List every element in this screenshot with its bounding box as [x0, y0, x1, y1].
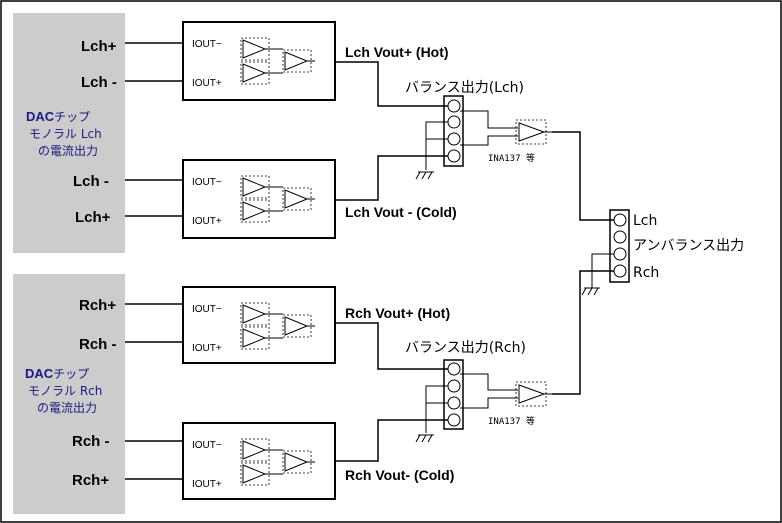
label-unbal-title: アンバランス出力 — [633, 238, 744, 254]
iout-pos-label: IOUT+ — [192, 216, 222, 227]
opamp-frame — [240, 199, 270, 223]
ina137-lch-amp — [515, 119, 552, 145]
label-lch-hot: Lch Vout+ (Hot) — [345, 44, 449, 60]
opamp-frame — [240, 61, 270, 85]
dac-rch-bot-pos: Rch+ — [72, 472, 109, 489]
diff-opamp — [284, 51, 309, 71]
wiring — [125, 42, 614, 480]
diff-opamp — [284, 189, 309, 209]
iout-pos-label: IOUT+ — [192, 78, 222, 89]
label-rch-hot: Rch Vout+ (Hot) — [345, 305, 450, 321]
dac-rch-bot-neg: Rch - — [72, 433, 110, 450]
dac-rch-title-rest: チップ — [53, 367, 89, 381]
iv-box-lch-cold: IOUT− IOUT+ — [182, 159, 336, 239]
opamp-frame — [240, 175, 270, 199]
dac-lch-top-pos: Lch+ — [81, 38, 117, 55]
diff-opamp — [284, 316, 309, 336]
opamp-frame — [240, 438, 270, 462]
iv-opamp — [242, 39, 267, 59]
opamp-frame — [282, 187, 312, 211]
unbalanced-connector — [609, 209, 630, 283]
label-rch-cold: Rch Vout- (Cold) — [345, 467, 454, 483]
iv-opamp — [242, 63, 267, 83]
iv-box-lch-hot: IOUT− IOUT+ — [182, 21, 336, 101]
iv-box-rch-hot: IOUT− IOUT+ — [182, 286, 336, 364]
label-unbal-lch: Lch — [633, 213, 657, 229]
label-balance-lch: バランス出力(Lch) — [405, 80, 524, 96]
opamp-frame — [282, 450, 312, 474]
label-lch-cold: Lch Vout - (Cold) — [345, 204, 457, 220]
ina137-rch-amp — [515, 381, 552, 407]
iv-opamp — [242, 177, 267, 197]
dac-lch-title: DACチップ — [26, 109, 90, 124]
iout-pos-label: IOUT+ — [192, 479, 222, 490]
dac-rch-title: DACチップ — [25, 366, 89, 381]
balanced-connector-lch — [443, 95, 464, 167]
opamp-frame — [282, 314, 312, 338]
iv-box-rch-cold: IOUT− IOUT+ — [182, 422, 336, 500]
dac-lch-bot-pos: Lch+ — [75, 209, 111, 226]
label-ina-rch: INA137 等 — [488, 415, 535, 427]
dac-rch-line2: モノラル Rch — [28, 384, 102, 398]
opamp-frame — [240, 37, 270, 61]
dac-lch-line3: の電流出力 — [38, 144, 98, 158]
iv-converter-boxes: IOUT− IOUT+ IOUT− IOUT+ IOUT− IOUT+ IOUT− IOUT+ — [182, 21, 336, 500]
dac-lch-top-neg: Lch - — [81, 74, 117, 91]
opamp-frame — [240, 326, 270, 350]
iout-pos-label: IOUT+ — [192, 343, 222, 354]
iout-neg-label: IOUT− — [192, 177, 222, 188]
opamp-frame — [240, 462, 270, 486]
iv-opamp — [242, 328, 267, 348]
diff-opamp — [284, 452, 309, 472]
dac-lch-bot-neg: Lch - — [73, 173, 109, 190]
dac-lch-title-bold: DAC — [26, 109, 55, 124]
iout-neg-label: IOUT− — [192, 39, 222, 50]
iout-neg-label: IOUT− — [192, 304, 222, 315]
dac-lch-line2: モノラル Lch — [29, 127, 102, 141]
label-unbal-rch: Rch — [633, 265, 659, 281]
opamp-frame — [240, 302, 270, 326]
label-ina-lch: INA137 等 — [488, 152, 535, 164]
dac-rch-title-bold: DAC — [25, 366, 54, 381]
balanced-connector-rch — [443, 359, 464, 430]
iv-opamp — [242, 464, 267, 484]
iout-neg-label: IOUT− — [192, 440, 222, 451]
iv-opamp — [242, 201, 267, 221]
opamp-frame — [282, 49, 312, 73]
dac-rch-top-pos: Rch+ — [79, 297, 116, 314]
dac-lch-title-rest: チップ — [54, 110, 90, 124]
iv-opamp — [242, 304, 267, 324]
dac-rch-panel — [13, 274, 125, 514]
dac-lch-panel — [13, 13, 125, 253]
iv-opamp — [242, 440, 267, 460]
dac-rch-top-neg: Rch - — [79, 336, 117, 353]
dac-rch-line3: の電流出力 — [37, 401, 97, 415]
label-balance-rch: バランス出力(Rch) — [405, 340, 526, 356]
